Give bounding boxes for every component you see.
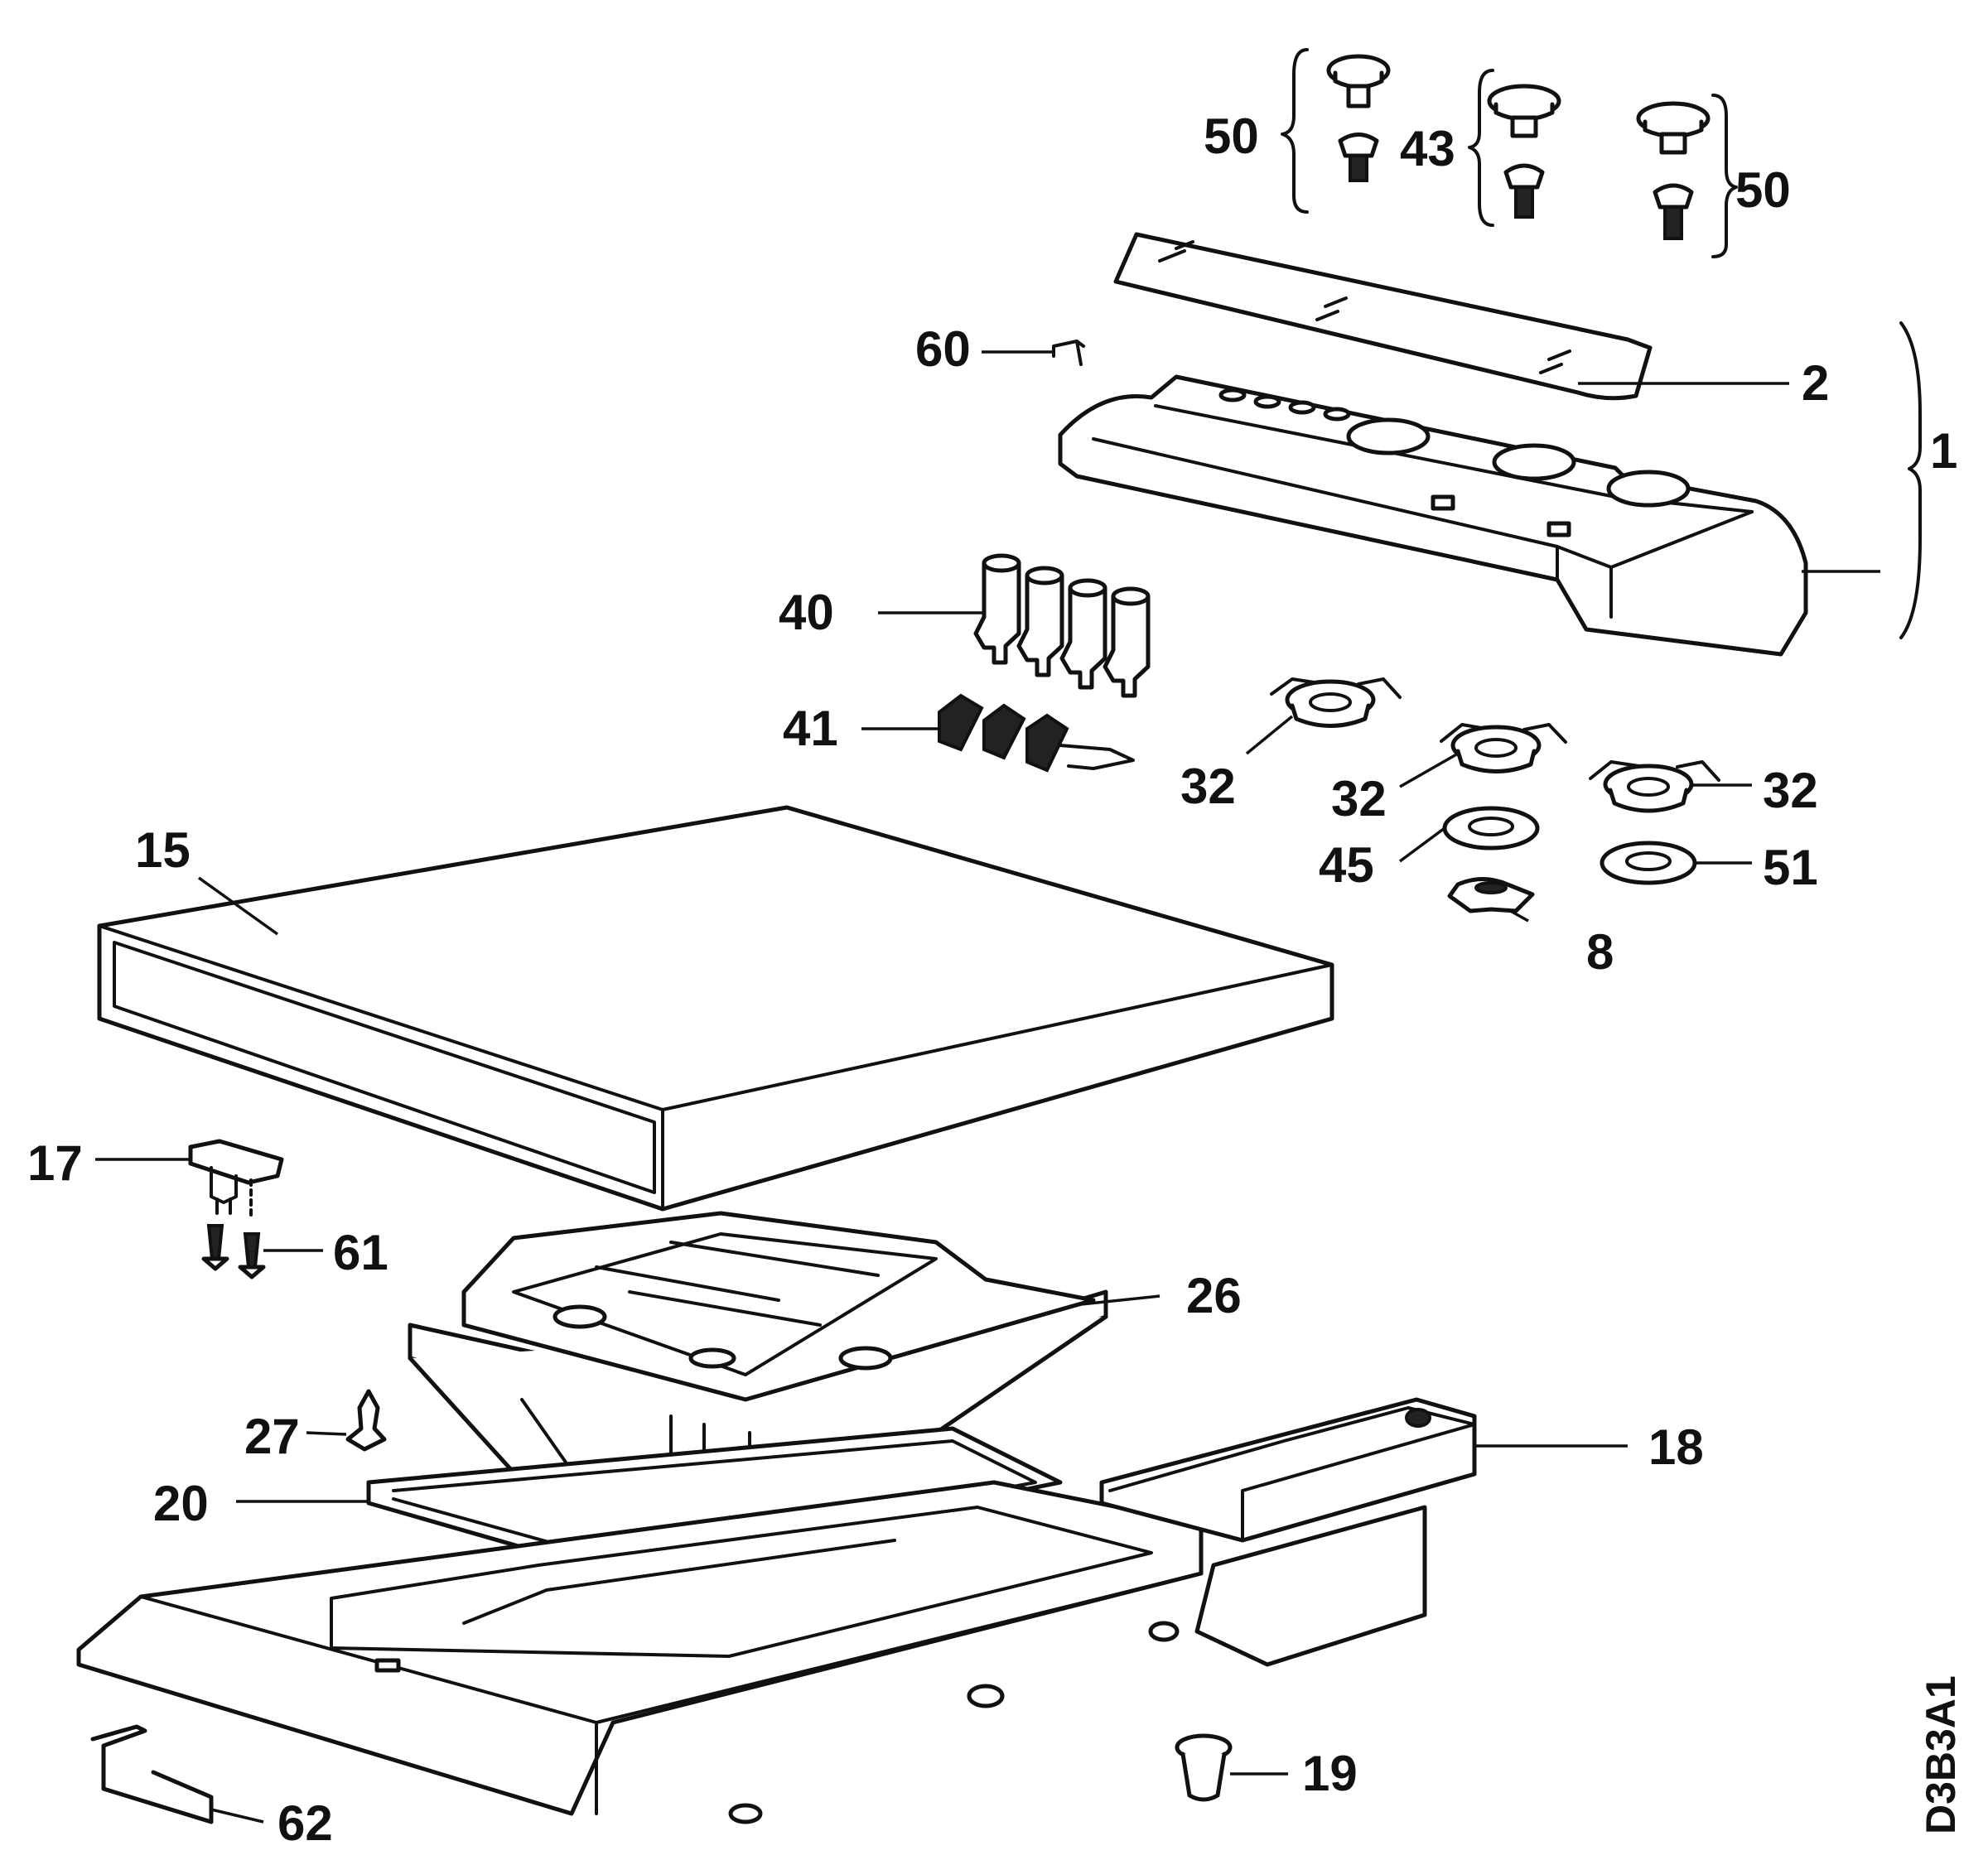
callout-50-right: 50	[1735, 162, 1791, 218]
knob-group-43	[1487, 84, 1561, 219]
callout-43: 43	[1400, 121, 1455, 176]
hinge-bracket-17	[188, 1139, 284, 1219]
drain-hinge-18	[1099, 1397, 1477, 1667]
clip-8	[1447, 877, 1535, 913]
callout-62: 62	[277, 1795, 333, 1851]
callout-60: 60	[915, 321, 971, 377]
control-panel-housing	[1058, 374, 1808, 657]
clip-62	[90, 1724, 214, 1824]
callout-27: 27	[244, 1409, 300, 1464]
base-tray	[76, 1480, 1204, 1824]
callout-15: 15	[135, 822, 191, 878]
ring-51	[1600, 841, 1697, 885]
callout-26: 26	[1186, 1268, 1242, 1323]
indicator-holders-41	[938, 693, 1135, 773]
assembly-brace-1	[1899, 321, 1922, 639]
lamp-socket-32-b	[1440, 723, 1567, 773]
rivet-27	[345, 1389, 387, 1452]
callout-18: 18	[1648, 1419, 1704, 1475]
callout-20: 20	[153, 1476, 209, 1531]
callout-32-a: 32	[1180, 759, 1236, 814]
leader-lines	[95, 350, 1880, 1824]
knob-group-50-right	[1636, 101, 1711, 240]
lamp-socket-32-a	[1270, 677, 1402, 728]
callout-32-c: 32	[1763, 763, 1818, 818]
ring-45	[1442, 806, 1540, 850]
screws-61	[201, 1224, 266, 1279]
group-braces	[1281, 48, 1738, 258]
callout-45: 45	[1319, 837, 1374, 893]
control-panel-glass	[1113, 232, 1653, 401]
callout-61: 61	[333, 1225, 388, 1280]
push-buttons-40	[973, 553, 1151, 698]
callout-32-b: 32	[1331, 771, 1387, 826]
foot-19	[1175, 1733, 1233, 1802]
callout-1: 1	[1930, 423, 1957, 479]
knob-group-50-left	[1326, 54, 1391, 182]
callout-40: 40	[779, 585, 834, 640]
drawing-code: D3B3A1	[1918, 1675, 1964, 1834]
top-lid-15	[97, 805, 1334, 1212]
callout-19: 19	[1302, 1746, 1358, 1801]
callout-17: 17	[27, 1135, 83, 1191]
clip-60	[1052, 340, 1085, 366]
callout-41: 41	[783, 701, 838, 756]
callout-51: 51	[1763, 840, 1818, 895]
callout-50-left: 50	[1204, 108, 1259, 164]
callout-labels: 50 43 50 60 2 1 40 41 32 32 32 45 51 8 1…	[27, 108, 1957, 1851]
callout-8: 8	[1586, 924, 1614, 980]
callout-2: 2	[1802, 355, 1829, 411]
